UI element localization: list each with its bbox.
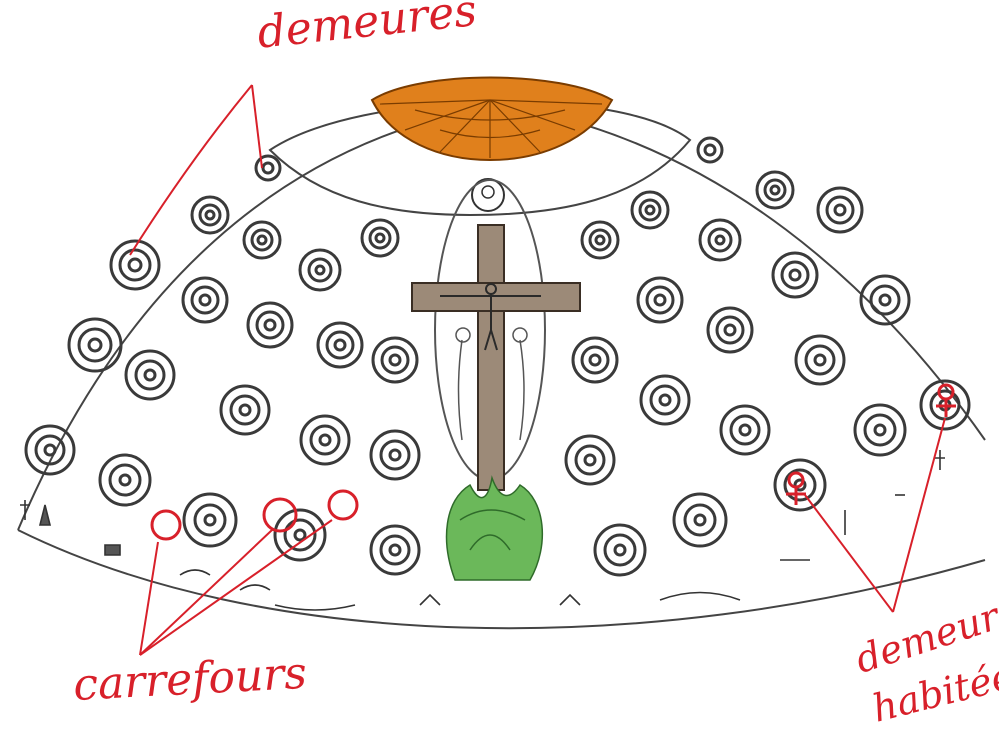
acanthus-bush-icon (447, 478, 543, 580)
spiral-dwelling-icon (184, 494, 236, 546)
spiral-dwelling-icon (595, 525, 645, 575)
spiral-dwelling-icon (275, 510, 325, 560)
pointer-habitees-2 (893, 418, 945, 612)
spiral-dwelling-icon (818, 188, 862, 232)
spiral-dwelling-icon (757, 172, 793, 208)
spiral-dwelling-icon (674, 494, 726, 546)
dome-icon (372, 78, 612, 161)
spiral-dwelling-icon (721, 406, 769, 454)
spiral-dwelling-icon (582, 222, 618, 258)
spiral-dwelling-icon (126, 351, 174, 399)
annotation-lines (130, 85, 945, 655)
spiral-dwelling-icon (698, 138, 722, 162)
pointer-carrefours-1 (140, 542, 158, 655)
spiral-dwelling-icon (301, 416, 349, 464)
spiral-dwelling-icon (183, 278, 227, 322)
spiral-dwelling-icon (641, 376, 689, 424)
spiral-dwelling-icon (638, 278, 682, 322)
spiral-dwelling-icon (248, 303, 292, 347)
spiral-dwelling-icon (573, 338, 617, 382)
pointer-demeures-1 (130, 85, 252, 255)
spiral-dwelling-icon (855, 405, 905, 455)
spiral-dwelling-icon (300, 250, 340, 290)
crossroad-circle-icon (152, 511, 180, 539)
spiral-dwelling-icon (362, 220, 398, 256)
spiral-dwelling-icon (100, 455, 150, 505)
spiral-dwelling-icon (796, 336, 844, 384)
crossroad-circle-icon (264, 499, 296, 531)
spiral-dwelling-icon (632, 192, 668, 228)
spiral-dwelling-icon (26, 426, 74, 474)
pointer-carrefours-2 (140, 530, 272, 655)
pointer-carrefours-3 (140, 520, 332, 655)
spiral-dwelling-icon (69, 319, 121, 371)
spiral-dwelling-icon (318, 323, 362, 367)
cross-icon (412, 180, 580, 490)
spiral-dwelling-icon (708, 308, 752, 352)
spiral-dwelling-icon (256, 156, 280, 180)
spiral-dwelling-icon (371, 526, 419, 574)
crossroad-circle-icon (329, 491, 357, 519)
spiral-dwelling-icon (221, 386, 269, 434)
spiral-dwelling-icon (244, 222, 280, 258)
spiral-dwelling-icon (373, 338, 417, 382)
spiral-dwelling-icon (371, 431, 419, 479)
spiral-dwelling-icon (566, 436, 614, 484)
spiral-dwelling-icon (773, 253, 817, 297)
spiral-dwelling-icon (192, 197, 228, 233)
pointer-demeures-2 (252, 85, 262, 168)
spiral-dwelling-icon (700, 220, 740, 260)
